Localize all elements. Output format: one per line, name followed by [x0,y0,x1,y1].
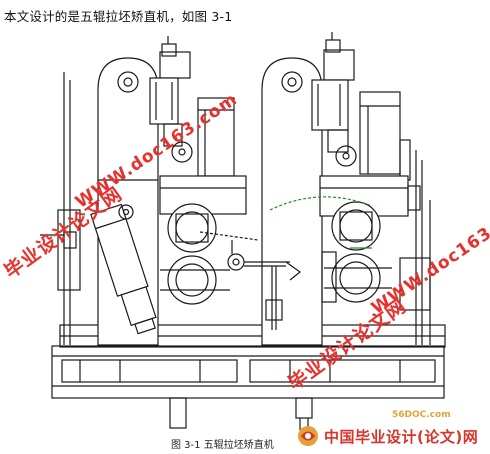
logo-title: 中国毕业设计(论文)网 [324,427,479,446]
center-linkage [199,231,301,330]
roller-straightener-drawing [40,32,446,430]
intro-text: 本文设计的是五辊拉坯矫直机，如图 3-1 [4,9,233,24]
left-outer-frame [40,72,81,345]
right-outer-frame [415,150,431,345]
logo-swirl-icon [298,426,318,446]
logo-site-domain: 56DOC.com [392,410,451,420]
left-stand [90,36,247,346]
base-frame [51,324,446,430]
right-stand [261,32,431,346]
site-logo: 中国毕业设计(论文)网 [296,424,478,448]
figure-caption: 图 3-1 五辊拉坯矫直机 [171,440,274,451]
